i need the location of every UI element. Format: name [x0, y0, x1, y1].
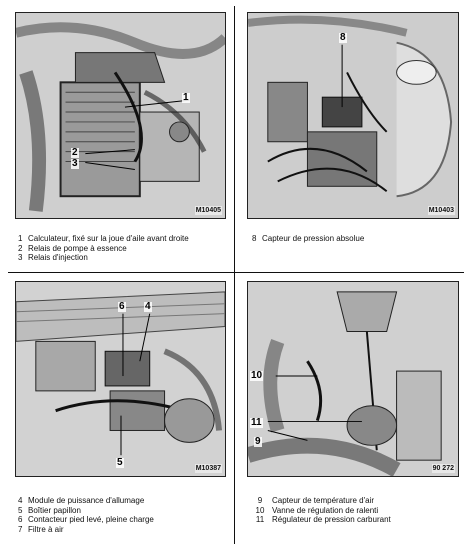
callout-10: 10: [250, 370, 264, 381]
image-reference: M10387: [194, 464, 222, 473]
engine-photo-pressure-sensor: 8 M10403: [247, 12, 459, 219]
callout-6: 6: [118, 301, 126, 312]
image-reference: 90 272: [431, 464, 455, 473]
image-reference: M10405: [194, 206, 222, 215]
callout-11: 11: [250, 417, 263, 428]
callout-4: 4: [144, 301, 152, 312]
horizontal-divider: [8, 272, 464, 273]
engine-photo-ecu: 1 2 3 M10405: [15, 12, 226, 219]
callout-3: 3: [71, 158, 79, 169]
engine-photo-idle-valve: 10 11 9 90 272: [247, 281, 459, 477]
engine-photo-ignition: 6 4 5 M10387: [15, 281, 226, 477]
callout-1: 1: [182, 92, 190, 103]
callout-5: 5: [116, 457, 124, 468]
callout-2: 2: [71, 147, 79, 158]
callout-8: 8: [339, 32, 347, 43]
callout-9: 9: [254, 436, 262, 447]
vertical-divider: [234, 6, 235, 544]
image-reference: M10403: [427, 206, 455, 215]
